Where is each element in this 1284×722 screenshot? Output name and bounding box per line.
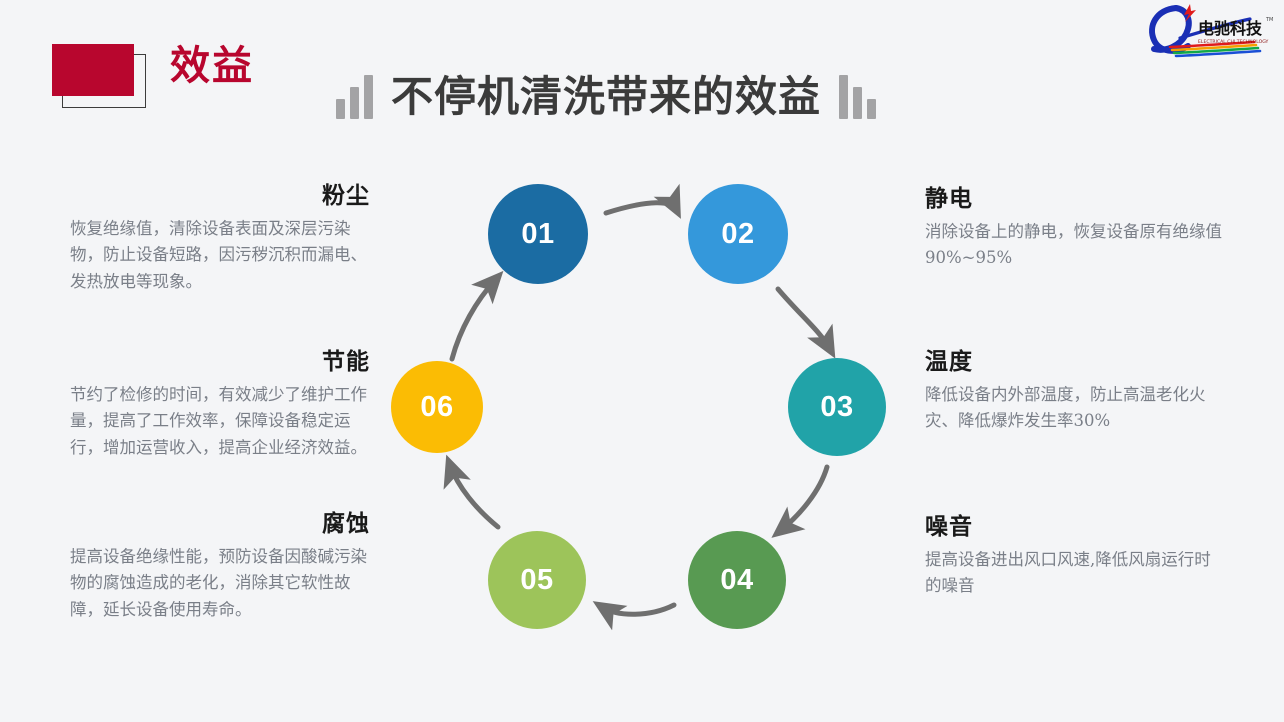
arrow-04-to-05 bbox=[592, 601, 677, 631]
cycle-node-05[interactable]: 05 bbox=[488, 531, 586, 629]
descending-bars-icon bbox=[839, 75, 877, 119]
cycle-diagram: 01 02 03 04 05 06 bbox=[360, 165, 920, 665]
header-badge-label: 效益 bbox=[170, 44, 254, 88]
logo-trademark: TM bbox=[1265, 17, 1273, 23]
cycle-node-03[interactable]: 03 bbox=[788, 358, 886, 456]
benefit-block-corrosion: 腐蚀 提高设备绝缘性能，预防设备因酸碱污染物的腐蚀造成的老化，消除其它软性故障，… bbox=[70, 510, 370, 624]
benefit-body-noise: 提高设备进出风口风速,降低风扇运行时的噪音 bbox=[925, 549, 1211, 596]
benefit-body-dust: 恢复绝缘值，清除设备表面及深层污染物，防止设备短路，因污秽沉积而漏电、发热放电等… bbox=[70, 218, 367, 292]
benefit-block-energy: 节能 节约了检修的时间，有效减少了维护工作量，提高了工作效率，保障设备稳定运行，… bbox=[70, 348, 370, 462]
benefit-heading-noise: 噪音 bbox=[925, 513, 973, 539]
header-badge-mark bbox=[52, 44, 146, 108]
benefit-body-static: 消除设备上的静电，恢复设备原有绝缘值90%~95% bbox=[925, 221, 1222, 268]
benefit-body-corrosion: 提高设备绝缘性能，预防设备因酸碱污染物的腐蚀造成的老化，消除其它软性故障，延长设… bbox=[70, 546, 367, 620]
cycle-node-02[interactable]: 02 bbox=[688, 184, 788, 284]
arrow-02-to-03 bbox=[775, 286, 836, 359]
logo-name-cn: 电驰科技 bbox=[1198, 19, 1263, 38]
arrow-05-to-06 bbox=[443, 454, 501, 530]
arrow-03-to-04 bbox=[771, 464, 830, 538]
benefit-block-dust: 粉尘 恢复绝缘值，清除设备表面及深层污染物，防止设备短路，因污秽沉积而漏电、发热… bbox=[70, 182, 370, 296]
benefit-heading-dust: 粉尘 bbox=[322, 182, 370, 208]
benefit-heading-static: 静电 bbox=[925, 185, 973, 211]
benefit-body-energy: 节约了检修的时间，有效减少了维护工作量，提高了工作效率，保障设备稳定运行，增加运… bbox=[70, 384, 367, 458]
cycle-node-06[interactable]: 06 bbox=[391, 361, 483, 453]
logo-spark-icon bbox=[1184, 4, 1196, 22]
benefit-heading-corrosion: 腐蚀 bbox=[322, 510, 370, 536]
page-title: 不停机清洗带来的效益 bbox=[391, 73, 822, 120]
logo-swoosh-icon bbox=[1149, 5, 1262, 58]
page-title-group: 不停机清洗带来的效益 bbox=[336, 66, 877, 128]
benefit-block-temperature: 温度 降低设备内外部温度，防止高温老化火灾、降低爆炸发生率30% bbox=[925, 348, 1225, 435]
benefit-block-noise: 噪音 提高设备进出风口风速,降低风扇运行时的噪音 bbox=[925, 513, 1225, 600]
benefit-body-temperature: 降低设备内外部温度，防止高温老化火灾、降低爆炸发生率30% bbox=[925, 384, 1206, 431]
company-logo: 电驰科技 ELECTRICAL CHI TECHNOLOGY TM bbox=[1146, 2, 1276, 60]
cycle-arrows bbox=[443, 183, 836, 631]
cycle-node-04[interactable]: 04 bbox=[688, 531, 786, 629]
arrow-06-to-01 bbox=[449, 270, 504, 362]
logo-name-en: ELECTRICAL CHI TECHNOLOGY bbox=[1198, 39, 1269, 45]
badge-filled-rect bbox=[52, 44, 134, 96]
benefit-heading-energy: 节能 bbox=[322, 348, 370, 374]
arrow-01-to-02 bbox=[603, 183, 681, 219]
ascending-bars-icon bbox=[336, 75, 373, 119]
cycle-node-01[interactable]: 01 bbox=[488, 184, 588, 284]
benefit-block-static: 静电 消除设备上的静电，恢复设备原有绝缘值90%~95% bbox=[925, 185, 1225, 272]
benefit-heading-temperature: 温度 bbox=[925, 348, 973, 374]
